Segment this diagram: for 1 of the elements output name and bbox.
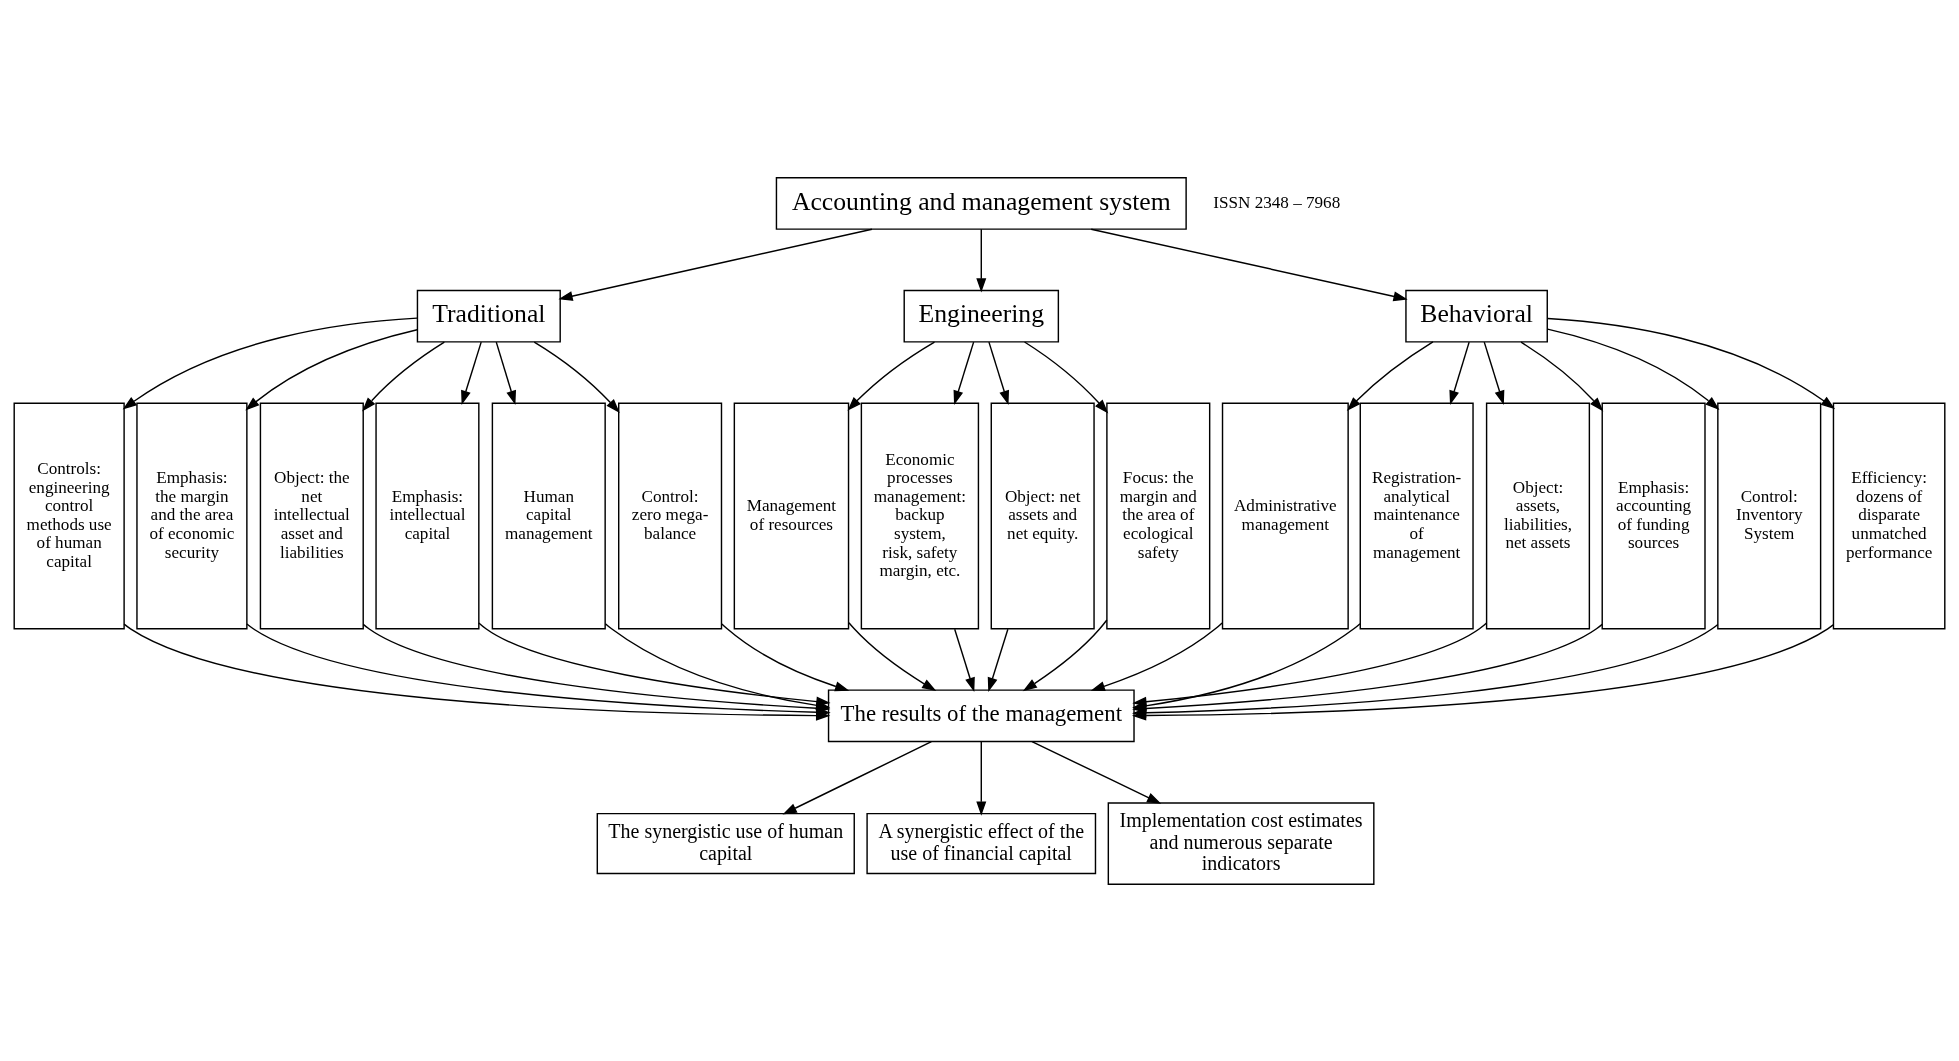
label: ISSN 2348 – 7968	[1213, 192, 1341, 212]
